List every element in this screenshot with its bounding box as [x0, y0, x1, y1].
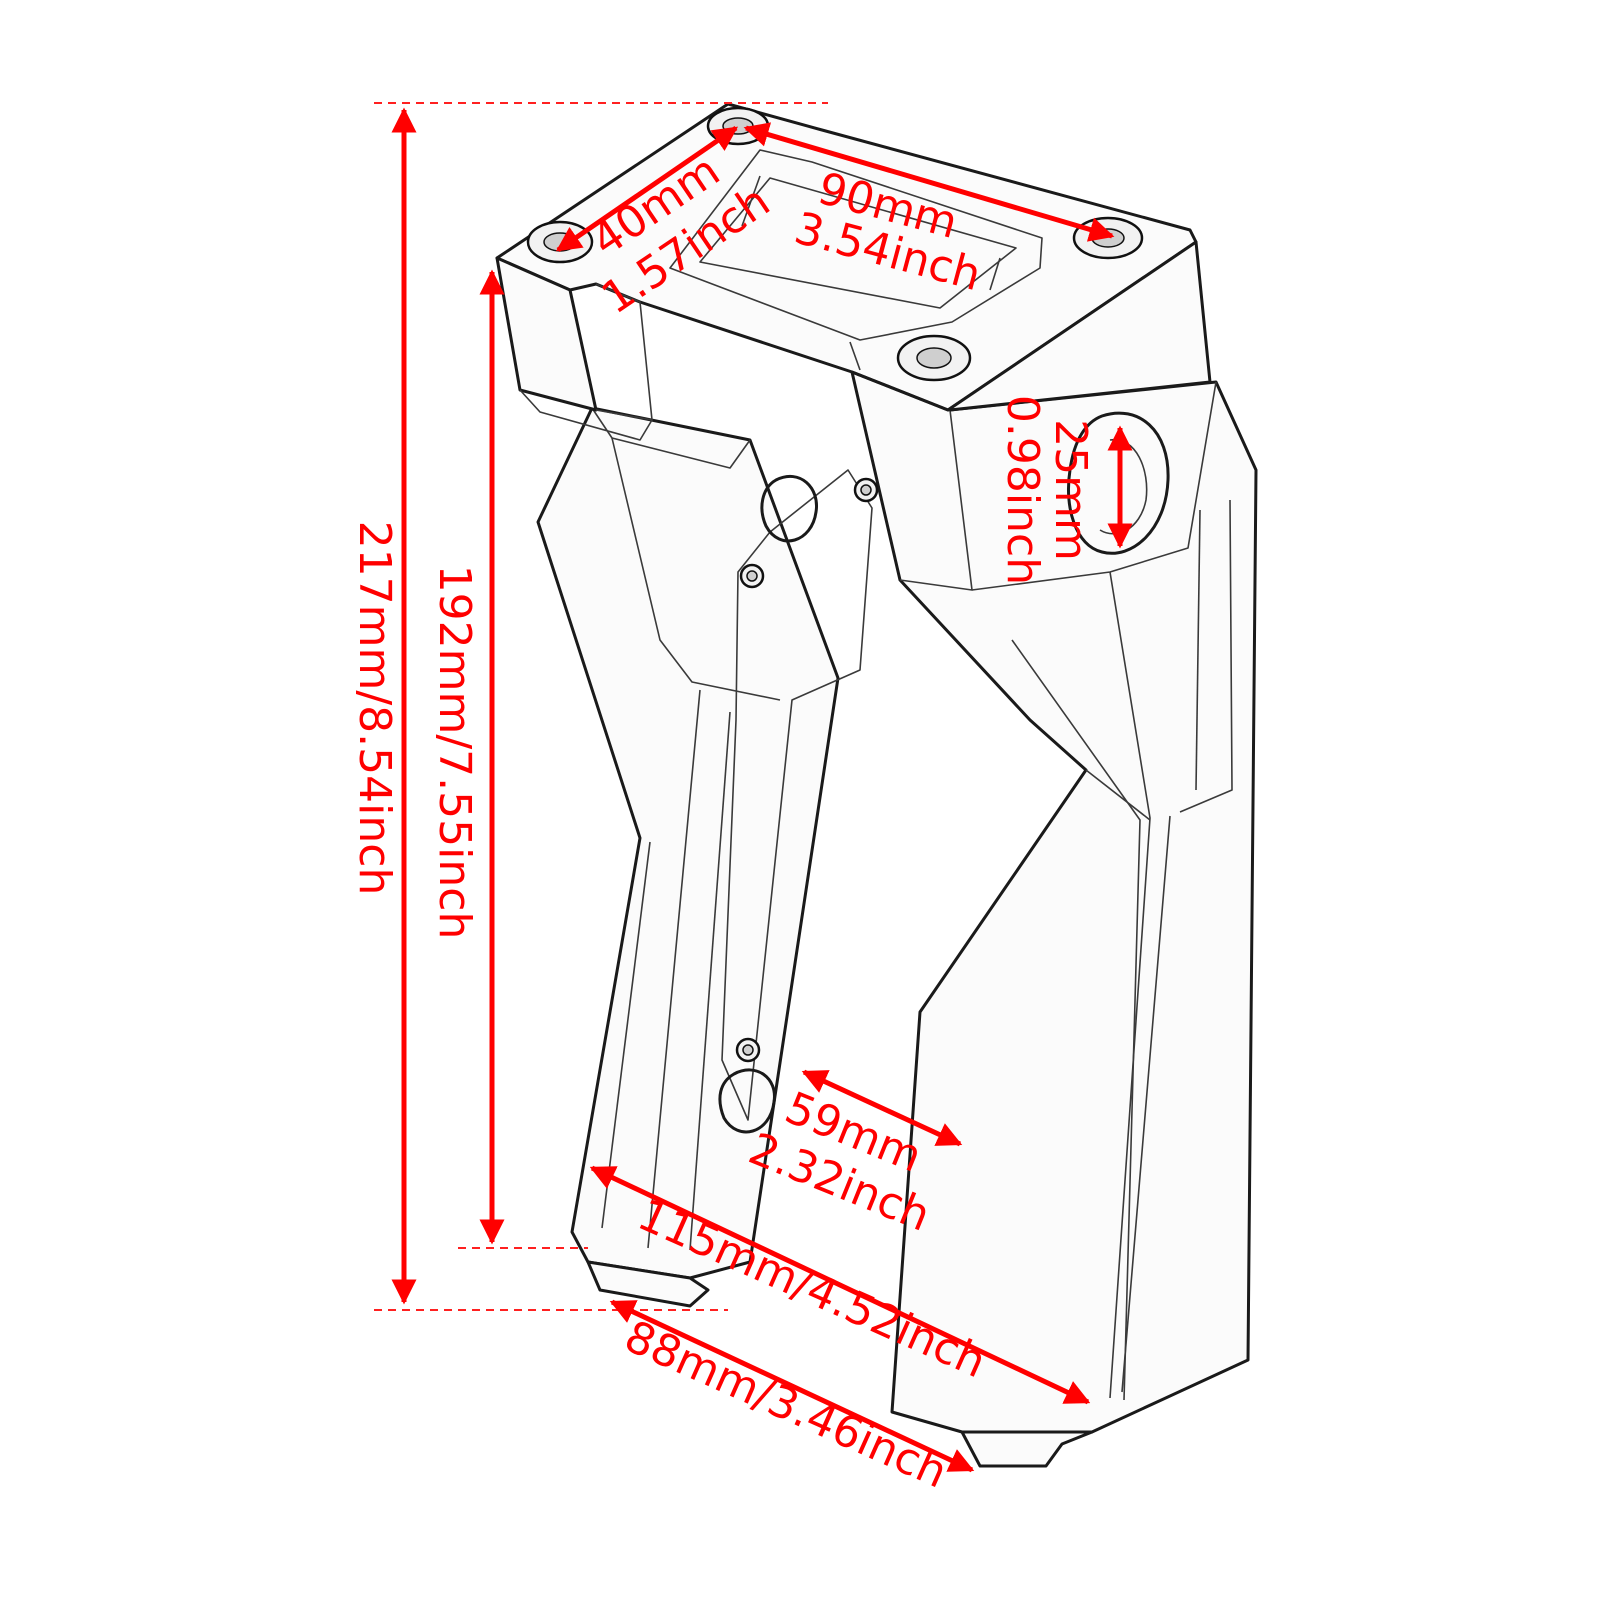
bar-diameter-mm-label: 25mm	[1045, 419, 1096, 561]
bolt-icon	[526, 220, 594, 264]
bar-diameter-in-label: 0.98inch	[997, 395, 1048, 585]
screw-icon	[853, 477, 879, 503]
mount-spacing-arrow	[609, 1299, 975, 1473]
upper-clamp-block	[495, 102, 1212, 441]
bolt-icon	[896, 334, 972, 382]
base-width-arrow	[589, 1165, 1091, 1405]
inner-gap-arrow	[801, 1069, 963, 1147]
right-base-mount	[960, 1430, 1094, 1468]
clamp-width-arrow	[743, 122, 1115, 242]
bolt-icon	[1072, 216, 1144, 260]
riser-height-label: 192mm/7.55inch	[429, 565, 480, 940]
screw-icon	[739, 563, 765, 589]
screw-icon	[735, 1037, 761, 1063]
overall-height-label: 217mm/8.54inch	[349, 521, 400, 896]
clamp-depth-arrow	[555, 125, 739, 253]
